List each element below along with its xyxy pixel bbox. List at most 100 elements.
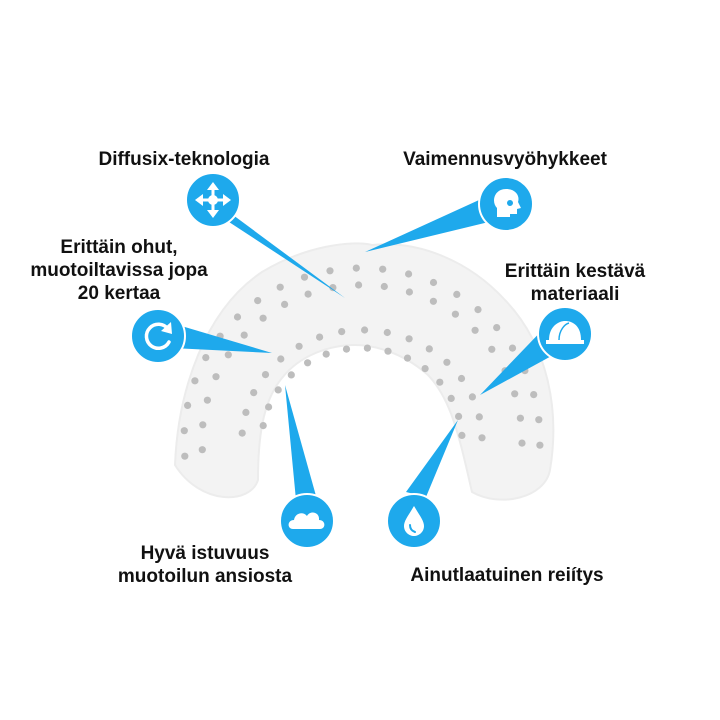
- label-line: Vaimennusvyöhykkeet: [403, 149, 607, 170]
- perforation-dot: [468, 393, 476, 401]
- perforation-dot: [338, 328, 346, 336]
- perforation-dot: [287, 371, 295, 379]
- perforation-dot: [530, 391, 538, 399]
- label-perforation: Ainutlaatuinen reiítys: [382, 564, 632, 587]
- perforation-dot: [455, 412, 463, 420]
- perforation-dot: [383, 328, 391, 337]
- perforation-dot: [276, 283, 284, 291]
- perforation-dot: [493, 324, 501, 332]
- label-line: muotoilun ansiosta: [117, 566, 293, 587]
- perforation-dot: [405, 335, 413, 343]
- perforation-dot: [471, 326, 479, 334]
- perforation-dot: [403, 354, 412, 362]
- label-thin: Erittäin ohut, muotoiltavissa jopa 20 ke…: [14, 236, 224, 305]
- helmet-icon: [537, 306, 593, 362]
- label-line: Erittäin ohut,: [60, 237, 178, 258]
- perforation-dot: [259, 314, 267, 322]
- label-line: Diffusix-teknologia: [98, 149, 270, 170]
- perforation-dot: [436, 378, 444, 386]
- perforation-dot: [199, 421, 207, 429]
- perforation-dot: [304, 290, 312, 298]
- perforation-dot: [274, 386, 282, 394]
- perforation-dot: [421, 365, 429, 373]
- perforation-dot: [300, 273, 309, 281]
- perforation-dot: [259, 422, 267, 430]
- perforation-dot: [316, 333, 324, 341]
- perforation-dot: [511, 390, 519, 398]
- perforation-dot: [224, 351, 232, 359]
- perforation-dot: [363, 344, 371, 352]
- beam-fit: [285, 385, 318, 503]
- label-line: materiaali: [530, 284, 620, 305]
- perforation-dot: [277, 355, 285, 363]
- perforation-dot: [352, 264, 360, 272]
- perforation-dot: [202, 354, 210, 362]
- perforation-dot: [342, 345, 351, 353]
- perforation-dot: [181, 452, 189, 460]
- perforation-dot: [250, 389, 258, 397]
- perforation-dot: [380, 282, 388, 291]
- perforation-dot: [326, 267, 334, 275]
- perforation-dot: [535, 416, 543, 424]
- perforation-dot: [429, 278, 438, 287]
- perforation-dot: [474, 306, 482, 314]
- perforation-dot: [361, 326, 369, 334]
- perforation-dot: [379, 265, 387, 273]
- perforation-dot: [355, 281, 363, 289]
- perforation-dot: [304, 359, 312, 367]
- droplet-icon: [386, 493, 442, 549]
- perforation-dot: [453, 290, 461, 298]
- perforation-dot: [329, 284, 337, 292]
- perforation-dot: [475, 413, 483, 421]
- perforation-dot: [488, 345, 496, 353]
- cloud-icon: [279, 493, 335, 549]
- perforation-dot: [261, 371, 270, 379]
- beam-diffusix: [203, 205, 345, 298]
- perforation-dot: [458, 431, 466, 439]
- head-profile-icon: [478, 176, 534, 232]
- perforation-dot: [212, 373, 220, 381]
- perforation-dot: [233, 313, 242, 321]
- perforation-dot: [240, 331, 248, 339]
- refresh-icon: [130, 308, 186, 364]
- perforation-dot: [203, 396, 211, 404]
- perforation-dot: [198, 446, 206, 454]
- beam-thin: [168, 322, 272, 353]
- perforation-dot: [447, 394, 455, 402]
- perforation-dot: [384, 347, 392, 355]
- perforation-dot: [425, 345, 433, 353]
- perforation-dot: [254, 297, 262, 305]
- perforation-dot: [180, 427, 188, 435]
- perforation-dot: [238, 429, 246, 437]
- perforation-dot: [405, 288, 413, 296]
- beam-damping: [365, 195, 497, 252]
- label-line: Erittäin kestävä: [504, 261, 646, 282]
- label-line: Hyvä istuvuus: [140, 543, 270, 564]
- arrows-move-icon: [185, 172, 241, 228]
- perforation-dot: [265, 403, 273, 411]
- perforation-dot: [443, 358, 451, 366]
- perforation-dot: [322, 350, 330, 358]
- perforation-dot: [508, 344, 517, 352]
- perforation-dot: [516, 414, 525, 422]
- perforation-dot: [536, 441, 544, 449]
- perforation-dot: [457, 374, 466, 383]
- perforation-dot: [405, 270, 413, 278]
- perforation-dots: [180, 264, 544, 460]
- label-fit: Hyvä istuvuus muotoilun ansiosta: [100, 542, 310, 588]
- perforation-dot: [191, 377, 199, 385]
- perforation-dot: [295, 342, 303, 350]
- label-durable: Erittäin kestävä materiaali: [485, 260, 665, 306]
- label-line: 20 kertaa: [77, 283, 161, 304]
- perforation-dot: [478, 434, 486, 442]
- perforation-dot: [184, 401, 192, 409]
- perforation-dot: [242, 408, 250, 416]
- perforation-dot: [429, 297, 437, 305]
- perforation-dot: [451, 310, 459, 318]
- label-diffusix: Diffusix-teknologia: [84, 148, 284, 171]
- label-line: muotoiltavissa jopa: [30, 260, 208, 281]
- perforation-dot: [518, 439, 526, 447]
- label-line: Ainutlaatuinen reiítys: [410, 565, 604, 586]
